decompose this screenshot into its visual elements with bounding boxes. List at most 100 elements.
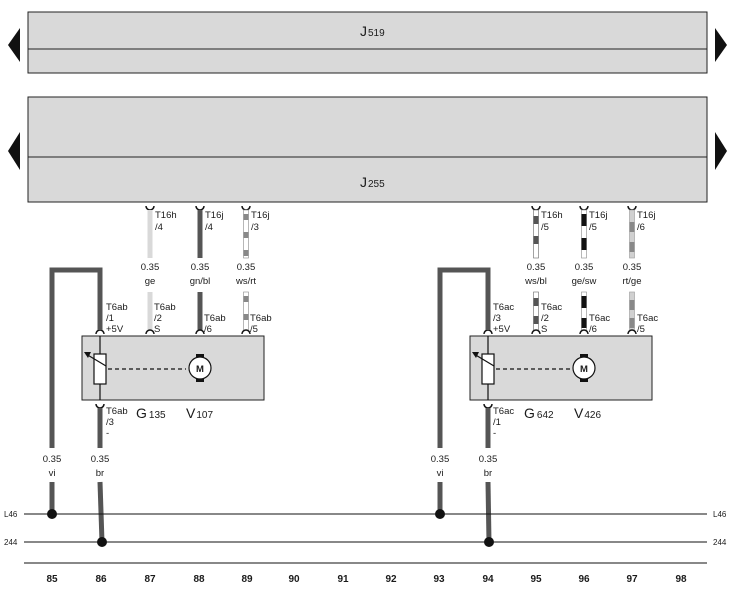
junction-dot[interactable] [484, 537, 494, 547]
component-box-g642-v426[interactable] [469, 335, 653, 401]
track-number: 93 [433, 574, 445, 585]
wire-gauge: 0.35 [479, 454, 498, 465]
pin-connector-icon [95, 329, 105, 335]
wire-color: vi [437, 468, 444, 479]
component-v426-label: V426 [574, 405, 601, 421]
conn-pin: /3 [251, 222, 259, 233]
pin-label: T6ab [106, 406, 128, 417]
pin-connector-icon [95, 403, 105, 409]
track-number: 96 [578, 574, 590, 585]
wire-color: ws/rt [235, 276, 256, 287]
conn-pin: /6 [637, 222, 645, 233]
pin-number: /3 [106, 417, 114, 428]
track-number: 94 [482, 574, 494, 585]
wire-color: ge/sw [572, 276, 597, 287]
conn-pin: /5 [541, 222, 549, 233]
wire-br-94[interactable] [485, 408, 492, 543]
pin-signal: S [154, 324, 160, 335]
wire-color: rt/ge [622, 276, 641, 287]
potentiometer-g642-icon[interactable] [472, 336, 570, 400]
wire-gauge: 0.35 [191, 262, 210, 273]
module-j255-label: J255 [360, 174, 385, 190]
connector-t16j6-icon [627, 205, 637, 211]
rail-244: 244 244 [4, 538, 727, 547]
pin-connector-icon [241, 329, 251, 335]
motor-symbol: M [580, 364, 588, 375]
track-number: 86 [95, 574, 107, 585]
conn-label: T16j [205, 210, 223, 221]
pin-connector-icon [627, 329, 637, 335]
pin-number: /5 [637, 324, 645, 335]
pin-connector-icon [483, 403, 493, 409]
wire-color: ws/bl [524, 276, 547, 287]
junction-dot[interactable] [47, 509, 57, 519]
conn-pin: /5 [589, 222, 597, 233]
component-v107-label: V107 [186, 405, 213, 421]
pin-connector-icon [145, 329, 155, 335]
pin-label: T6ab [250, 313, 272, 324]
pin-connector-icon [579, 329, 589, 335]
continuation-arrow-right-j255-icon[interactable] [715, 132, 727, 170]
track-number: 90 [288, 574, 300, 585]
pin-number: /1 [106, 313, 114, 324]
wire-gauge: 0.35 [43, 454, 62, 465]
motor-symbol: M [196, 364, 204, 375]
conn-label: T16h [155, 210, 177, 221]
potentiometer-g135-icon[interactable] [84, 336, 186, 400]
wire-vi-85[interactable] [49, 267, 103, 514]
pin-label: T6ac [637, 313, 658, 324]
wire-gauge: 0.35 [623, 262, 642, 273]
pin-label: T6ac [493, 406, 514, 417]
pin-number: /2 [154, 313, 162, 324]
conn-pin: /4 [205, 222, 213, 233]
track-number: 95 [530, 574, 542, 585]
junction-dot[interactable] [435, 509, 445, 519]
left-group: T16h /4 T16j /4 T16j /3 0.35 ge 0.35 gn/… [43, 205, 272, 543]
connector-t16j5-icon [579, 205, 589, 211]
rail-label-right: 244 [713, 538, 727, 547]
pin-label: T6ab [204, 313, 226, 324]
module-j255: J255 [27, 96, 708, 203]
pin-number: /5 [250, 324, 258, 335]
pin-signal: - [493, 428, 496, 439]
pin-label: T6ac [541, 302, 562, 313]
track-numbers: 85 86 87 88 89 90 91 92 93 94 95 96 97 9… [46, 574, 687, 585]
wire-color: br [484, 468, 492, 479]
wire-gauge: 0.35 [575, 262, 594, 273]
continuation-arrow-left-j519-icon[interactable] [8, 28, 20, 62]
junction-dot[interactable] [97, 537, 107, 547]
pin-connector-icon [195, 329, 205, 335]
pin-number: /2 [541, 313, 549, 324]
wire-gauge: 0.35 [431, 454, 450, 465]
conn-label: T16j [251, 210, 269, 221]
pin-label: T6ab [106, 302, 128, 313]
track-number: 92 [385, 574, 397, 585]
component-box-g135-v107[interactable] [81, 335, 265, 401]
pin-number: /6 [204, 324, 212, 335]
wire-gauge: 0.35 [141, 262, 160, 273]
module-j519-label: J519 [360, 23, 385, 39]
wire-color: ge [145, 276, 156, 287]
connector-t16h5-icon [531, 205, 541, 211]
motor-v107-icon[interactable]: M [188, 354, 212, 382]
conn-pin: /4 [155, 222, 163, 233]
continuation-arrow-right-j519-icon[interactable] [715, 28, 727, 62]
connector-t16j4-icon [195, 205, 205, 211]
rail-l46: L46 L46 [4, 510, 727, 519]
motor-v426-icon[interactable]: M [572, 354, 596, 382]
track-number: 97 [626, 574, 638, 585]
wire-vi-93[interactable] [437, 267, 491, 514]
pin-number: /1 [493, 417, 501, 428]
pin-number: /3 [493, 313, 501, 324]
rail-label-left: 244 [4, 538, 18, 547]
continuation-arrow-left-j255-icon[interactable] [8, 132, 20, 170]
conn-label: T16h [541, 210, 563, 221]
wire-br-86[interactable] [97, 408, 105, 543]
track-number: 88 [193, 574, 205, 585]
module-j519: J519 [27, 11, 708, 74]
pin-number: /6 [589, 324, 597, 335]
pin-signal: S [541, 324, 547, 335]
right-group: T16h /5 T16j /5 T16j /6 0.35 ws/bl 0.35 … [431, 205, 658, 543]
